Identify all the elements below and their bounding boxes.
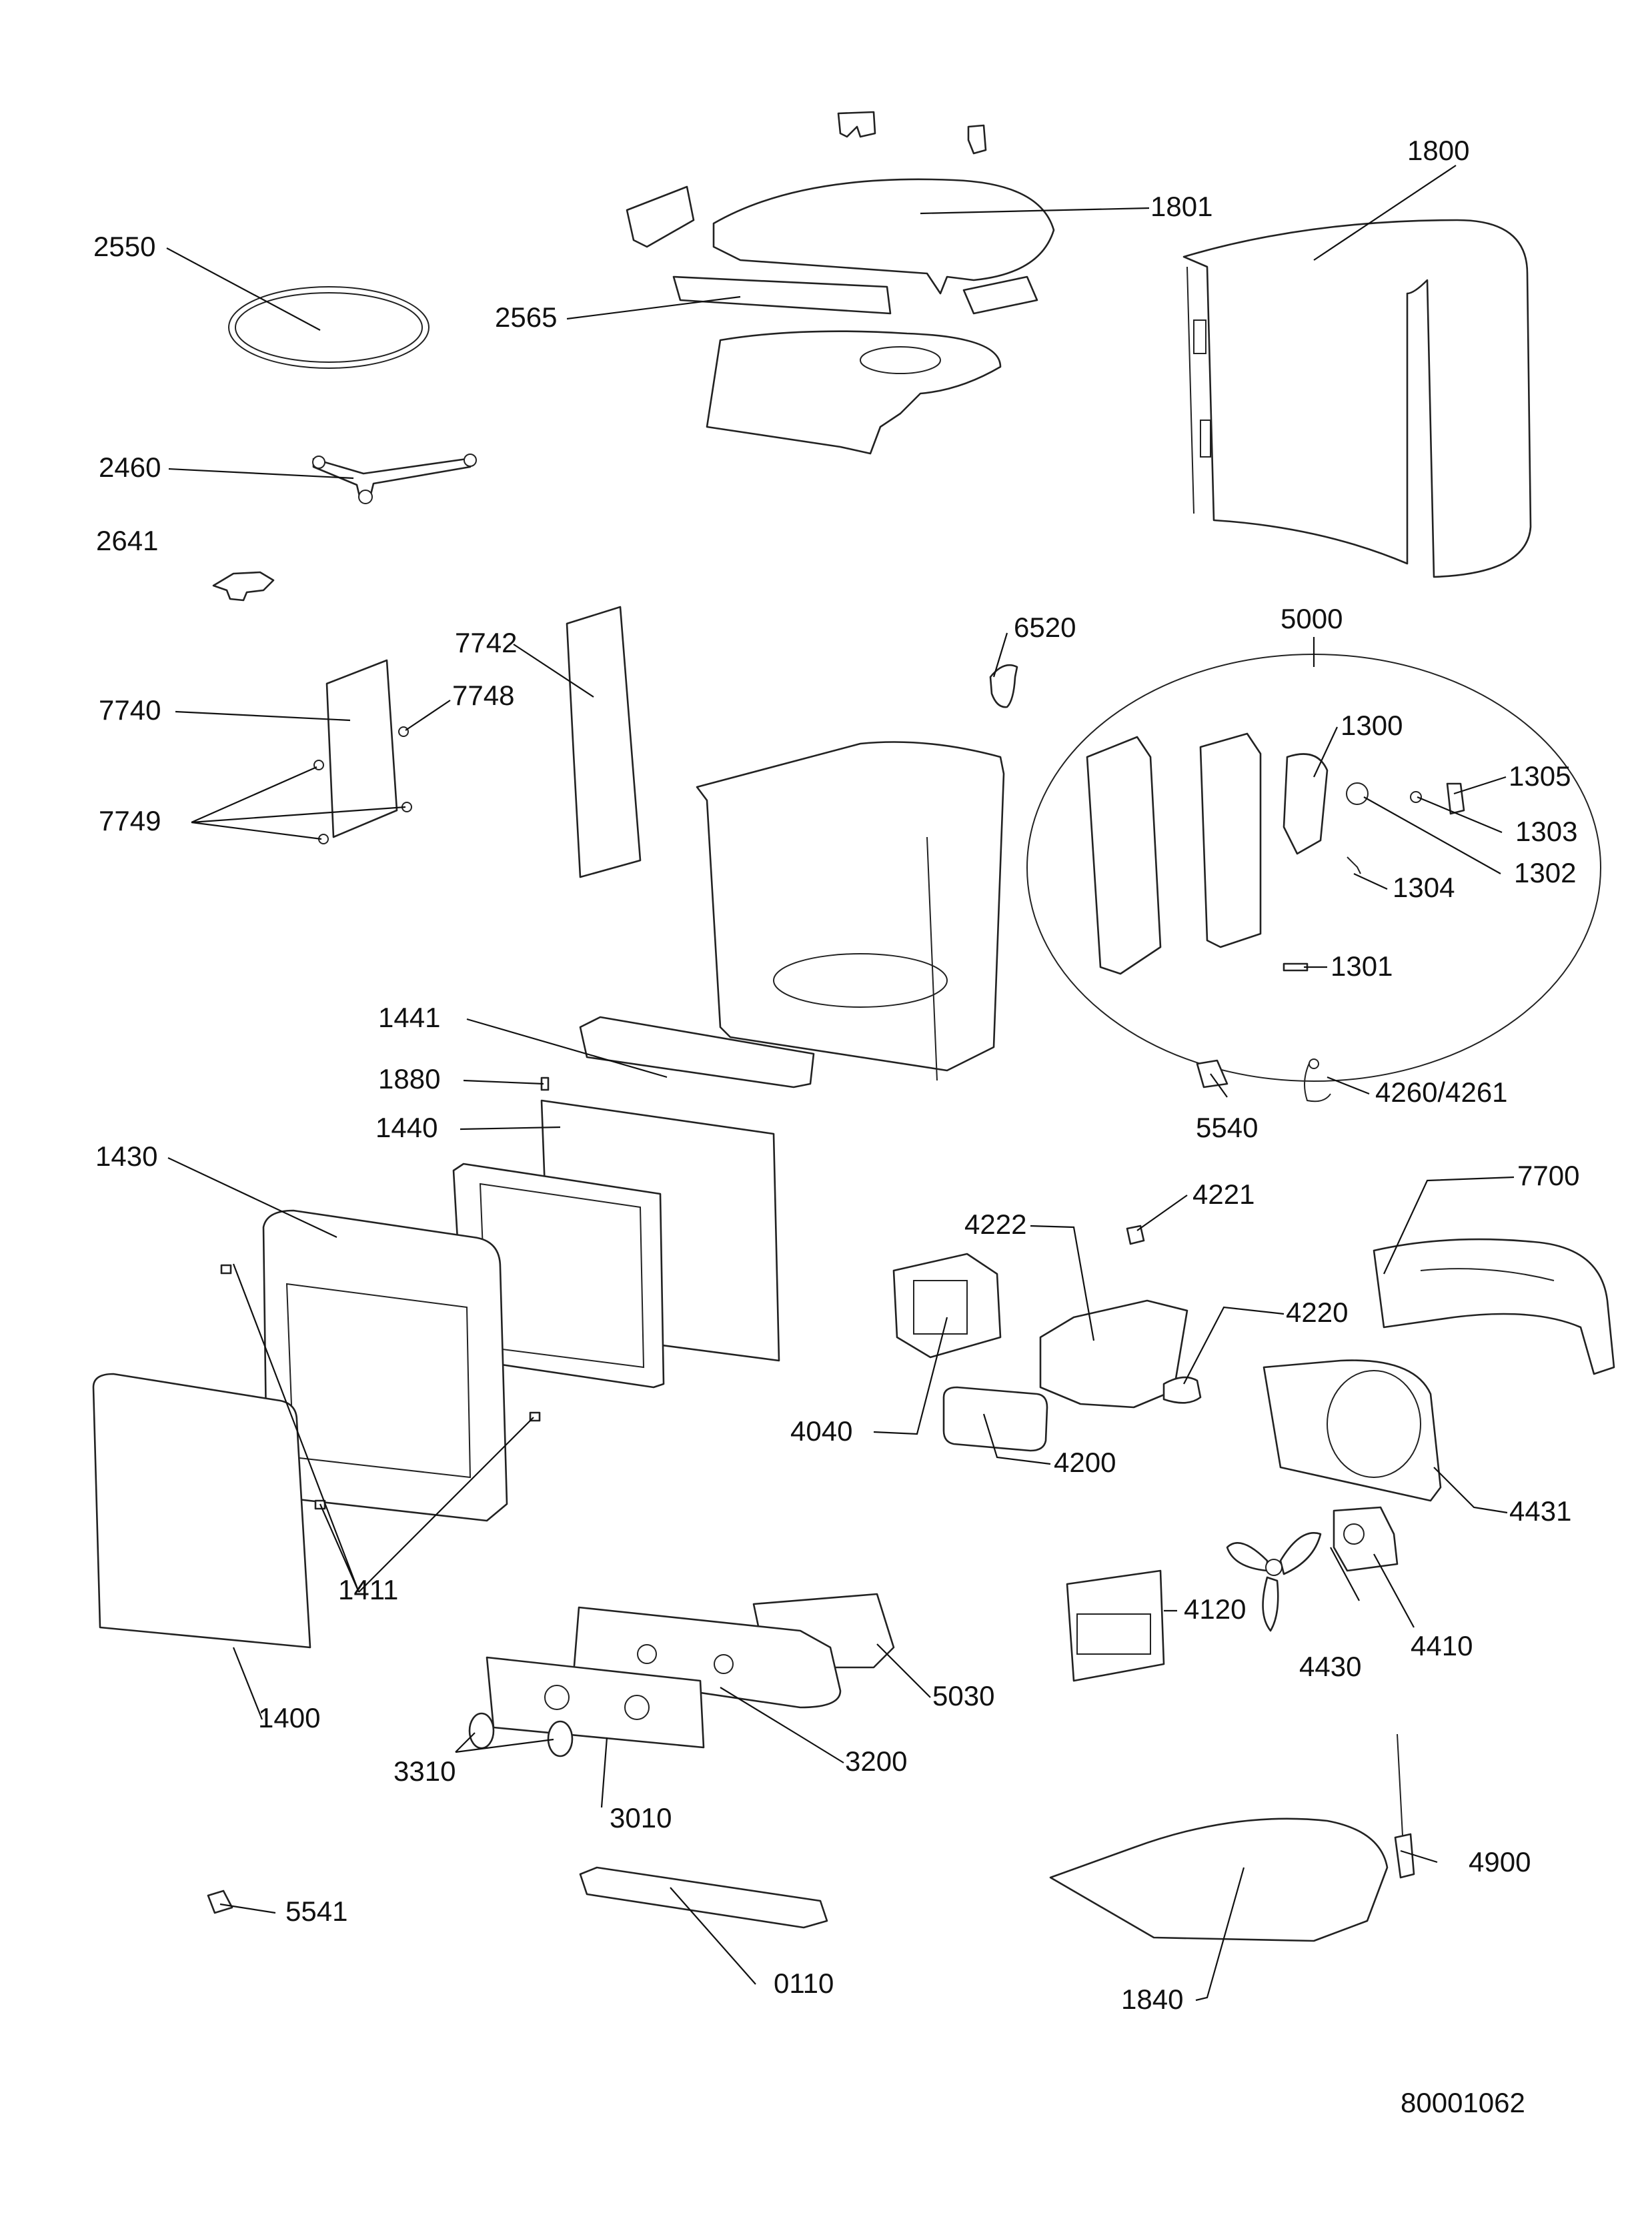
callout-4430: 4430 <box>1299 1651 1361 1682</box>
callout-4220: 4220 <box>1286 1297 1348 1328</box>
part-7742-mica-plate <box>566 606 642 878</box>
callout-labels: 2550 1801 1800 2565 2460 2641 7742 6520 … <box>93 135 1579 2118</box>
callout-2550: 2550 <box>93 231 155 262</box>
callout-4040: 4040 <box>790 1415 852 1447</box>
callout-1440: 1440 <box>375 1112 438 1143</box>
callout-1303: 1303 <box>1515 816 1577 847</box>
callout-1840: 1840 <box>1121 1984 1183 2015</box>
callout-4260: 4260/4261 <box>1375 1076 1508 1108</box>
part-4221-fuse-holder <box>1126 1225 1145 1245</box>
part-top-clips <box>837 111 987 155</box>
callout-5000: 5000 <box>1281 603 1343 634</box>
part-4200-capacitor <box>942 1386 1048 1452</box>
callout-1801: 1801 <box>1150 191 1212 222</box>
part-1801-upper-cover <box>626 178 1055 455</box>
part-4410-fan-motor <box>1333 1506 1399 1572</box>
part-6520-lamp <box>989 664 1018 708</box>
callout-1305: 1305 <box>1509 760 1571 792</box>
callout-7749: 7749 <box>99 805 161 836</box>
part-0110-base-trim <box>579 1866 828 1929</box>
part-5541-clip <box>207 1890 233 1914</box>
part-3010-panel-label <box>486 1656 705 1749</box>
callout-2460: 2460 <box>99 452 161 483</box>
part-5540-bracket <box>1196 1059 1228 1088</box>
callout-2565: 2565 <box>495 301 557 333</box>
part-4120-transformer <box>1066 1569 1165 1682</box>
callout-0110: 0110 <box>774 1968 834 1999</box>
drawing-number: 80001062 <box>1401 2087 1525 2118</box>
part-3310-knobs <box>468 1712 574 1757</box>
callout-1304: 1304 <box>1393 872 1455 903</box>
part-1800-outer-casing <box>1182 219 1532 578</box>
callout-1300: 1300 <box>1341 710 1403 741</box>
callout-1880: 1880 <box>378 1063 440 1094</box>
callout-1411: 1411 <box>338 1574 398 1605</box>
callout-5030: 5030 <box>932 1680 994 1711</box>
part-4431-fan-shroud <box>1263 1359 1442 1502</box>
part-4040-magnetron <box>892 1253 1002 1359</box>
callout-2641: 2641 <box>96 525 158 556</box>
callout-1302: 1302 <box>1514 857 1576 888</box>
part-1400-door-glass <box>92 1373 311 1649</box>
callout-7740: 7740 <box>99 694 161 726</box>
callout-4410: 4410 <box>1411 1630 1473 1661</box>
callout-4222: 4222 <box>964 1209 1026 1240</box>
part-4900-power-cord <box>1394 1733 1415 1879</box>
part-4220-fuse <box>1162 1376 1202 1404</box>
part-7748-screw <box>398 726 409 737</box>
callout-7742: 7742 <box>455 627 517 658</box>
part-cavity <box>696 741 1005 1081</box>
callout-7748: 7748 <box>452 680 514 711</box>
callout-4200: 4200 <box>1054 1447 1116 1478</box>
part-1441-door-frame-top <box>579 1016 815 1088</box>
part-1840-base-plate <box>1049 1817 1389 1942</box>
part-2460-roller-support <box>312 454 477 504</box>
callout-7700: 7700 <box>1517 1160 1579 1191</box>
part-4430-fan-blade <box>1226 1532 1322 1632</box>
callout-5540: 5540 <box>1196 1112 1258 1143</box>
callout-5541: 5541 <box>285 1896 347 1927</box>
part-7740-cover-plate <box>325 659 398 838</box>
part-4260-thermostat <box>1304 1058 1331 1102</box>
callout-4120: 4120 <box>1184 1593 1246 1625</box>
part-1430-door-frame <box>262 1209 508 1522</box>
part-7700-air-duct <box>1373 1238 1615 1375</box>
leader-lines <box>166 165 1515 2002</box>
callout-1800: 1800 <box>1407 135 1469 166</box>
callout-3200: 3200 <box>845 1745 907 1777</box>
callout-6520: 6520 <box>1014 612 1076 643</box>
callout-4900: 4900 <box>1469 1846 1531 1878</box>
group-5000-control-assembly <box>1026 654 1601 1082</box>
callout-1430: 1430 <box>95 1141 157 1172</box>
callout-3010: 3010 <box>610 1802 672 1833</box>
callout-1441: 1441 <box>378 1002 440 1033</box>
callout-3310: 3310 <box>393 1755 456 1787</box>
callout-4221: 4221 <box>1192 1179 1255 1210</box>
part-2550-turntable-ring <box>228 286 430 369</box>
callout-4431: 4431 <box>1509 1495 1571 1527</box>
callout-1400: 1400 <box>258 1702 320 1733</box>
part-2641-coupler <box>212 571 275 602</box>
callout-1301: 1301 <box>1331 950 1393 982</box>
